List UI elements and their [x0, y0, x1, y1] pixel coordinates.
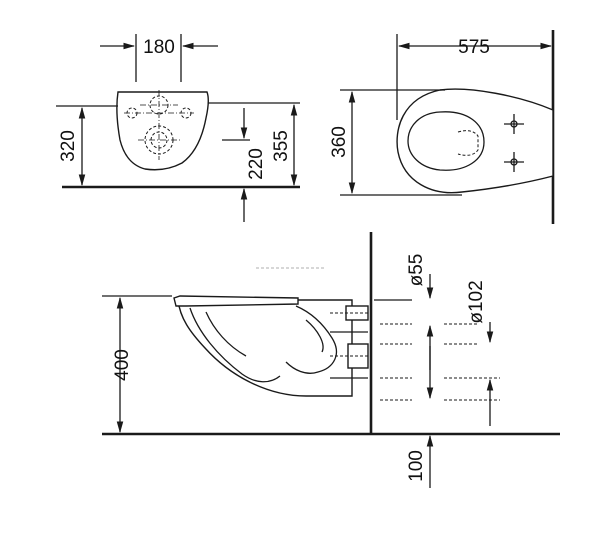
- dim-label-320: 320: [58, 130, 79, 162]
- dim-label-dia-55: ø55: [406, 254, 427, 287]
- top-view: [340, 30, 555, 224]
- dim-label-220: 220: [246, 148, 267, 180]
- front-view: [56, 34, 300, 222]
- dim-label-575: 575: [458, 37, 490, 58]
- dim-label-100: 100: [406, 450, 427, 482]
- side-view: [102, 232, 560, 488]
- dim-label-dia-102: ø102: [466, 280, 487, 323]
- dim-label-360: 360: [329, 126, 350, 158]
- dim-label-355: 355: [271, 130, 292, 162]
- dim-label-180: 180: [143, 37, 175, 58]
- dim-label-400: 400: [112, 349, 133, 381]
